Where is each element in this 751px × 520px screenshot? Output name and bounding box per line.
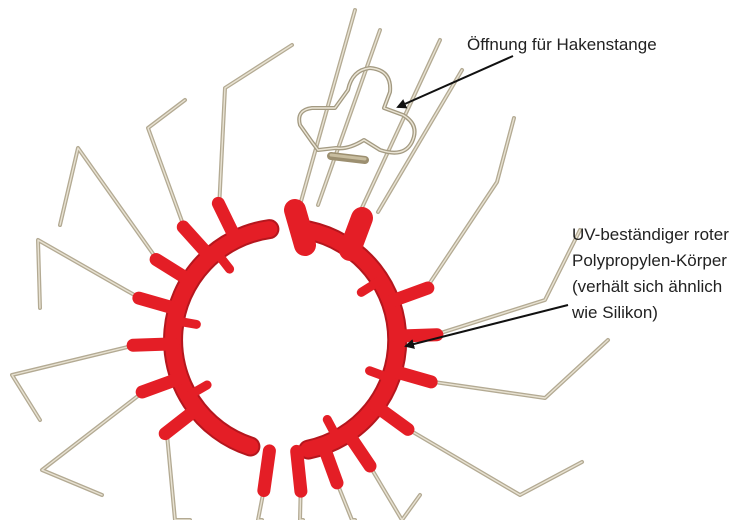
wire-prong-highlight xyxy=(406,428,582,495)
prong-socket xyxy=(183,227,210,257)
wire-prong-highlight xyxy=(429,340,608,398)
red-polypropylene-body xyxy=(133,203,437,491)
inner-stub xyxy=(217,253,229,269)
wire-prong xyxy=(429,340,608,398)
wire-prong-highlight xyxy=(12,345,135,420)
hook-rod-opening xyxy=(299,68,414,160)
body-label-line-4: wie Silikon) xyxy=(572,300,729,326)
opening-label: Öffnung für Hakenstange xyxy=(467,32,657,58)
body-arrow xyxy=(406,305,568,346)
wire-prong-highlight xyxy=(167,432,190,520)
prong-socket xyxy=(156,259,190,280)
opening-arrow xyxy=(398,56,513,107)
wire-prong-highlight xyxy=(219,45,292,205)
stem-block xyxy=(295,210,305,245)
inner-stub xyxy=(177,321,197,324)
body-label-line-1: UV-beständiger roter xyxy=(572,222,729,248)
prong-socket xyxy=(165,409,197,434)
wire-prong xyxy=(426,118,514,289)
prong-socket xyxy=(376,406,408,430)
inner-stub xyxy=(370,371,389,378)
stem-block xyxy=(350,218,362,250)
body-callout: UV-beständiger roter Polypropylen-Körper… xyxy=(572,222,729,326)
wire-prong-highlight xyxy=(42,391,144,495)
wire-prong xyxy=(369,464,420,520)
prong-socket xyxy=(297,451,301,491)
wire-prong xyxy=(42,391,144,495)
prong-socket xyxy=(218,203,236,239)
wire-prong xyxy=(148,100,185,229)
wire-prong xyxy=(12,345,135,420)
opening-callout: Öffnung für Hakenstange xyxy=(467,32,657,58)
wire-prong xyxy=(38,240,141,308)
prong-socket xyxy=(397,335,437,336)
wire-stem-highlight xyxy=(318,30,380,205)
wire-prong xyxy=(406,428,582,495)
prong-socket xyxy=(264,451,270,491)
prong-socket xyxy=(348,433,370,466)
wire-prong-highlight xyxy=(426,118,514,289)
prong-socket xyxy=(133,344,173,345)
wire-prong-highlight xyxy=(369,464,420,520)
wire-prong-highlight xyxy=(60,148,158,261)
body-label-line-2: Polypropylen-Körper xyxy=(572,248,729,274)
body-label-line-3: (verhält sich ähnlich xyxy=(572,274,729,300)
